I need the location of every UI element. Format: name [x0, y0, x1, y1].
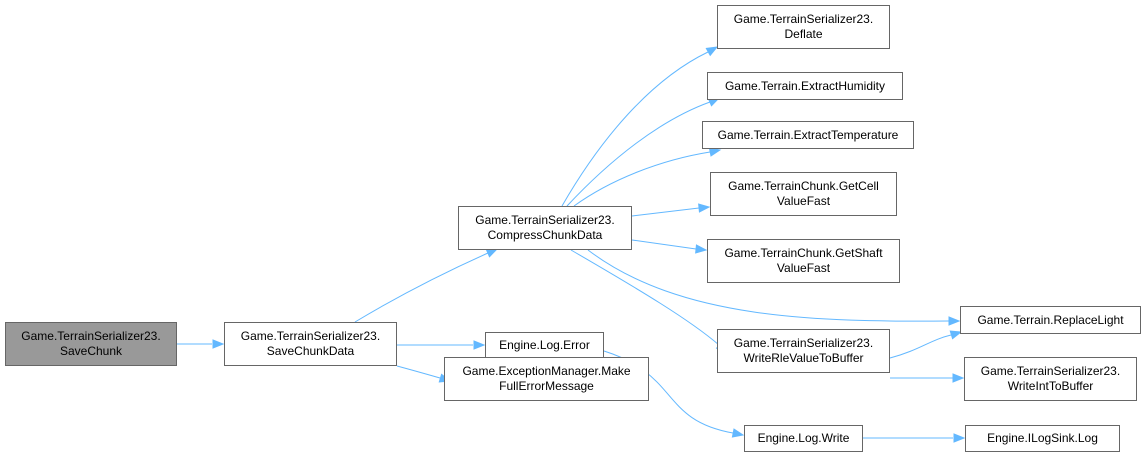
node-get-cell-value-fast-line2: ValueFast — [776, 194, 831, 208]
node-extract-temperature-line1: Game.Terrain.ExtractTemperature — [717, 127, 899, 142]
edge-compress-to-replace-light — [587, 249, 950, 322]
node-save-chunk-data-line1: Game.TerrainSerializer23. — [240, 329, 381, 343]
node-write-int-line1: Game.TerrainSerializer23. — [980, 364, 1121, 378]
edge-compress-to-get-cell — [631, 207, 700, 217]
edge-save-chunk-data-to-compress — [354, 252, 489, 323]
node-engine-log-write[interactable]: Engine.Log.Write — [744, 425, 863, 452]
edge-save-chunk-data-to-exception — [396, 365, 441, 379]
arrowhead-compress-to-replace-light — [948, 316, 961, 326]
arrowhead-compress-to-get-cell — [698, 203, 711, 213]
node-engine-log-error-line1: Engine.Log.Error — [499, 338, 590, 352]
arrowhead-log-error-to-log-write — [731, 428, 745, 438]
node-write-rle-value[interactable]: Game.TerrainSerializer23. WriteRleValueT… — [717, 329, 890, 373]
node-write-rle-value-line2: WriteRleValueToBuffer — [743, 351, 864, 365]
edge-compress-to-humidity — [566, 101, 711, 207]
arrowhead-write-rle-to-replace-light — [949, 330, 963, 340]
node-replace-light[interactable]: Game.Terrain.ReplaceLight — [960, 306, 1141, 334]
node-save-chunk-data-line2: SaveChunkData — [266, 344, 355, 358]
arrowhead-write-rle-to-write-int — [952, 373, 965, 383]
edge-write-rle-to-replace-light — [889, 334, 952, 359]
edge-compress-to-temperature — [573, 151, 711, 207]
arrowhead-compress-to-temperature — [708, 147, 722, 157]
arrowhead-save-chunk-data-to-log-error — [473, 340, 486, 350]
node-deflate[interactable]: Game.TerrainSerializer23. Deflate — [717, 5, 890, 49]
node-exception-manager[interactable]: Game.ExceptionManager.Make FullErrorMess… — [444, 357, 649, 401]
node-write-int-line2: WriteIntToBuffer — [1007, 379, 1094, 393]
node-compress-chunk-data[interactable]: Game.TerrainSerializer23. CompressChunkD… — [458, 206, 632, 250]
arrowhead-save-chunk-to-save-chunk-data — [212, 339, 225, 349]
arrowhead-compress-to-get-shaft — [695, 244, 708, 254]
arrowhead-save-chunk-data-to-compress — [485, 248, 499, 258]
node-ilogsink-log[interactable]: Engine.ILogSink.Log — [965, 425, 1120, 452]
arrowhead-log-write-to-ilogsink — [953, 433, 966, 443]
edge-compress-to-deflate — [561, 51, 709, 207]
node-extract-temperature[interactable]: Game.Terrain.ExtractTemperature — [702, 121, 914, 149]
node-save-chunk-line1: Game.TerrainSerializer23. — [21, 329, 161, 343]
node-write-int[interactable]: Game.TerrainSerializer23. WriteIntToBuff… — [964, 357, 1137, 401]
node-write-rle-value-line1: Game.TerrainSerializer23. — [733, 336, 874, 350]
node-save-chunk-data[interactable]: Game.TerrainSerializer23. SaveChunkData — [224, 322, 397, 366]
node-engine-log-error[interactable]: Engine.Log.Error — [485, 332, 604, 359]
node-compress-chunk-data-line1: Game.TerrainSerializer23. — [475, 213, 615, 227]
node-save-chunk: Game.TerrainSerializer23. SaveChunk — [5, 322, 177, 366]
node-engine-log-write-line1: Engine.Log.Write — [757, 431, 850, 445]
edge-compress-to-write-rle — [570, 249, 720, 346]
node-compress-chunk-data-line2: CompressChunkData — [487, 228, 603, 242]
node-get-cell-value-fast[interactable]: Game.TerrainChunk.GetCell ValueFast — [710, 172, 897, 216]
node-get-shaft-value-fast-line1: Game.TerrainChunk.GetShaft — [724, 246, 883, 260]
node-replace-light-line1: Game.Terrain.ReplaceLight — [977, 312, 1124, 327]
node-extract-humidity-line1: Game.Terrain.ExtractHumidity — [724, 78, 886, 93]
node-exception-manager-line2: FullErrorMessage — [499, 379, 594, 393]
node-get-shaft-value-fast-line2: ValueFast — [776, 261, 831, 275]
node-deflate-line1: Game.TerrainSerializer23. — [733, 12, 874, 26]
node-ilogsink-log-line1: Engine.ILogSink.Log — [987, 431, 1098, 445]
node-extract-humidity[interactable]: Game.Terrain.ExtractHumidity — [707, 72, 903, 100]
node-get-shaft-value-fast[interactable]: Game.TerrainChunk.GetShaft ValueFast — [707, 239, 900, 283]
arrowhead-compress-to-deflate — [705, 46, 719, 57]
node-deflate-line2: Deflate — [784, 27, 823, 41]
node-save-chunk-line2: SaveChunk — [59, 344, 123, 358]
node-exception-manager-line1: Game.ExceptionManager.Make — [462, 364, 631, 378]
node-get-cell-value-fast-line1: Game.TerrainChunk.GetCell — [728, 179, 879, 193]
edge-compress-to-get-shaft — [631, 239, 697, 250]
